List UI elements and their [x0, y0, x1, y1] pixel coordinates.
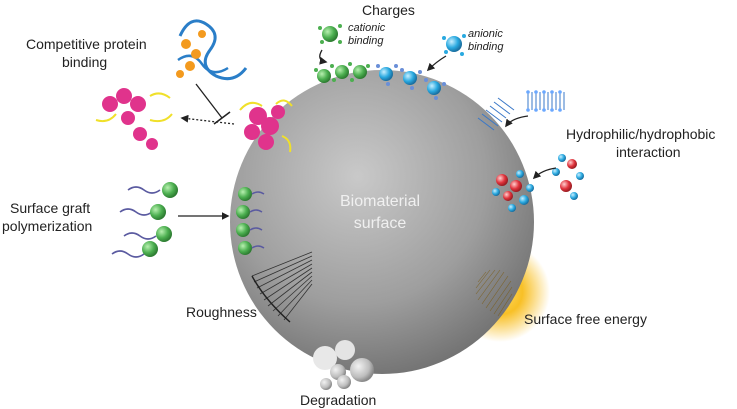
grafted-polymers — [236, 187, 265, 255]
graft-chains-free — [111, 182, 178, 258]
competition-dotted-arrow — [180, 114, 235, 125]
anionic-bound — [376, 64, 446, 100]
cationic-arrow — [319, 49, 328, 65]
competition-inhibition — [195, 83, 223, 119]
center-title-line1: Biomaterial — [339, 193, 421, 210]
label-cationic-2: binding — [348, 35, 384, 47]
adsorbed-protein — [239, 99, 293, 153]
label-hydro-1: Hydrophilic/hydrophobic — [566, 126, 716, 142]
label-charges: Charges — [362, 2, 415, 18]
label-competitive-2: binding — [62, 54, 108, 70]
ligand-cluster-bound — [492, 170, 534, 212]
cationic-free — [318, 24, 342, 44]
membrane-bound — [477, 97, 515, 131]
label-anionic-1: anionic — [468, 28, 503, 40]
label-hydro-2: interaction — [616, 144, 681, 160]
membrane-arrow — [505, 115, 529, 128]
ligand-cluster-free — [552, 154, 584, 200]
surface-free-energy-pattern — [475, 269, 513, 317]
label-anionic-2: binding — [468, 41, 504, 53]
label-graft-1: Surface graft — [10, 200, 91, 216]
degradation-bubbles — [313, 340, 374, 390]
free-protein-pink — [95, 88, 173, 150]
cationic-bound — [314, 62, 370, 83]
label-graft-2: polymerization — [2, 218, 93, 234]
membrane-free — [526, 90, 565, 112]
label-cationic-1: cationic — [348, 22, 386, 34]
roughness-texture — [251, 251, 313, 323]
label-degradation: Degradation — [300, 392, 377, 408]
anionic-free — [442, 34, 466, 56]
biomaterial-sphere — [230, 70, 534, 374]
center-title-line2: surface — [353, 215, 407, 232]
label-competitive-1: Competitive protein — [26, 36, 147, 52]
anionic-arrow — [426, 55, 447, 72]
competing-protein — [176, 19, 248, 81]
label-free-energy: Surface free energy — [524, 311, 647, 327]
label-roughness: Roughness — [186, 304, 257, 320]
ligand-arrow — [532, 167, 557, 180]
